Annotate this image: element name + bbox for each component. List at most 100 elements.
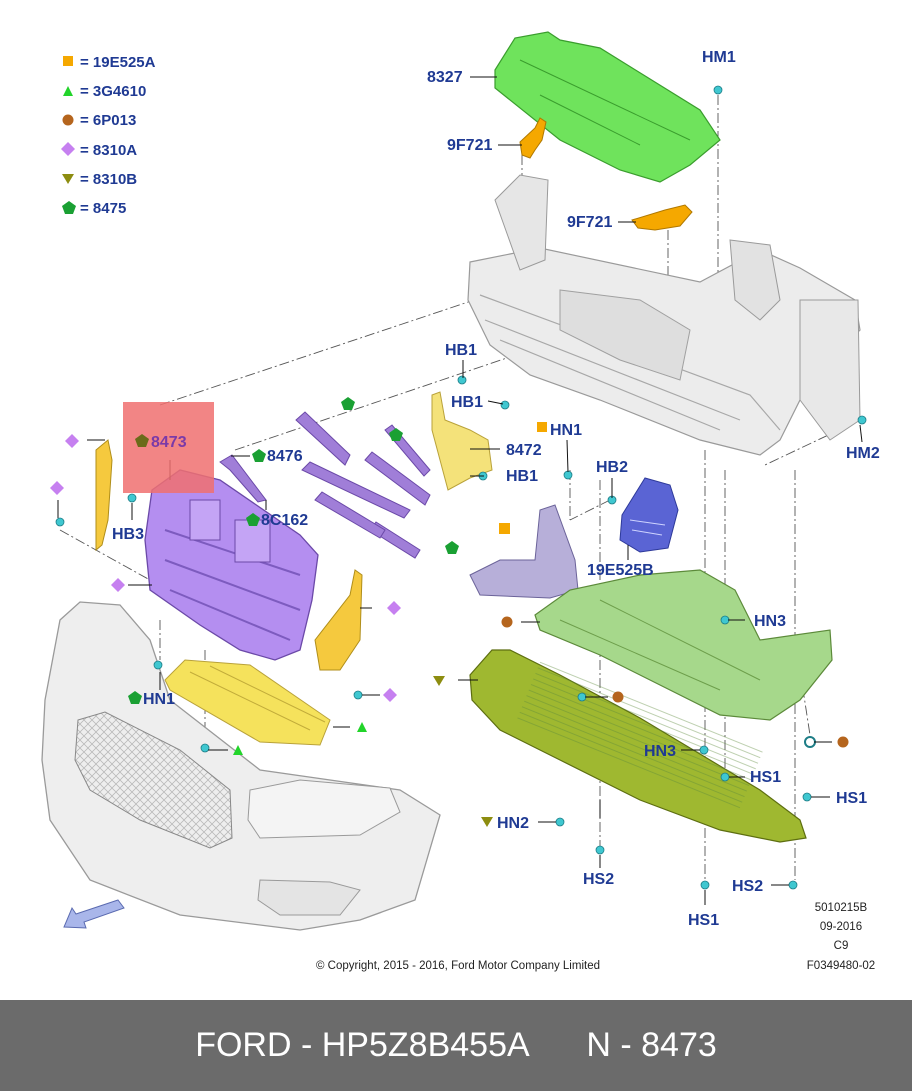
callout-labels: 8327 HM1 9F721 9F721 HB1 HB1 8472 HB1 HN… bbox=[112, 49, 880, 929]
fastener-center-6p013-icon bbox=[577, 692, 587, 702]
marker-8475-icon bbox=[341, 397, 355, 410]
marker-8310a-icon bbox=[383, 688, 397, 702]
marker-3g4610-icon bbox=[233, 745, 243, 755]
fasteners bbox=[55, 85, 867, 890]
part-8473-air-shutter bbox=[144, 469, 319, 661]
fastener-hb1-top-icon bbox=[457, 375, 467, 385]
part-19e525a-duct bbox=[469, 504, 579, 599]
leader-lines bbox=[57, 76, 863, 905]
callout-8476: 8476 bbox=[267, 448, 303, 465]
fastener-ring-icon bbox=[804, 736, 816, 748]
part-number-footer: FORD - HP5Z8B455A N - 8473 bbox=[0, 1000, 912, 1091]
fastener-hs1-c-icon bbox=[802, 792, 812, 802]
legend-item-6p013: = 6P013 bbox=[80, 112, 136, 129]
copyright-notice: © Copyright, 2015 - 2016, Ford Motor Com… bbox=[316, 960, 600, 972]
legend: = 19E525A = 3G4610 = 6P013 = 8310A = 831… bbox=[61, 54, 156, 217]
legend-pentagon-icon bbox=[62, 201, 76, 214]
fastener-hs2-b-icon bbox=[788, 880, 798, 890]
direction-arrow-icon bbox=[63, 899, 125, 929]
fastener-hs1-b-icon bbox=[700, 880, 710, 890]
doc-figure-id: F0349480-02 bbox=[807, 960, 875, 972]
parts-diagram: = 19E525A = 3G4610 = 6P013 = 8310A = 831… bbox=[41, 31, 880, 972]
marker-8475-icon bbox=[135, 434, 149, 447]
callout-hb3: HB3 bbox=[112, 526, 144, 543]
legend-item-8475: = 8475 bbox=[80, 200, 126, 217]
part-upper-underbody-shield bbox=[534, 569, 833, 721]
callout-hs2-a: HS2 bbox=[583, 871, 614, 888]
doc-date: 09-2016 bbox=[820, 921, 862, 933]
shutter-vanes bbox=[295, 411, 431, 559]
marker-8475-icon bbox=[252, 449, 266, 462]
marker-8475-icon bbox=[445, 541, 459, 554]
marker-6p013-icon bbox=[501, 616, 513, 628]
callout-hs2-b: HS2 bbox=[732, 878, 763, 895]
callout-hn2: HN2 bbox=[497, 815, 529, 832]
marker-8475-icon bbox=[389, 428, 403, 441]
callout-9f721-lower: 9F721 bbox=[567, 214, 612, 231]
fastener-hs1-a-icon bbox=[720, 772, 730, 782]
part-9f721-lower-bracket bbox=[631, 204, 693, 231]
part-8310a-right-deflector bbox=[314, 569, 363, 671]
footer-part-number: FORD - HP5Z8B455A bbox=[195, 1026, 530, 1064]
fastener-hb3-icon bbox=[127, 493, 137, 503]
fastener-lower-panel-icon bbox=[200, 743, 210, 753]
marker-8475-icon bbox=[246, 513, 260, 526]
part-19e525b-detail bbox=[629, 519, 666, 536]
fastener-left-8310a-icon bbox=[55, 517, 65, 527]
callout-hs1-b: HS1 bbox=[688, 912, 719, 929]
part-8472-deflector bbox=[431, 391, 493, 491]
callout-hn3-upper: HN3 bbox=[754, 613, 786, 630]
legend-circle-icon bbox=[62, 114, 74, 126]
callout-hn1-top: HN1 bbox=[550, 422, 582, 439]
fastener-hn3-a-icon bbox=[720, 615, 730, 625]
part-3g4610-lower-panel bbox=[164, 659, 331, 746]
fastener-hm2-icon bbox=[857, 415, 867, 425]
fastener-hs2-a-icon bbox=[595, 845, 605, 855]
marker-8310a-icon bbox=[387, 601, 401, 615]
marker-6p013-icon bbox=[612, 691, 624, 703]
marker-8310a-icon bbox=[111, 578, 125, 592]
fastener-right-8310a-icon bbox=[353, 690, 363, 700]
marker-6p013-icon bbox=[837, 736, 849, 748]
legend-item-19e525a: = 19E525A bbox=[80, 54, 156, 71]
callout-8c162: 8C162 bbox=[261, 512, 308, 529]
marker-8475-icon bbox=[128, 691, 142, 704]
part-8327-detail bbox=[519, 59, 691, 146]
doc-number: 5010215B bbox=[815, 902, 868, 914]
doc-code: C9 bbox=[834, 940, 849, 952]
marker-3g4610-icon bbox=[357, 722, 367, 732]
legend-square-icon bbox=[63, 56, 73, 66]
legend-triangle-down-icon bbox=[62, 174, 74, 184]
callout-19e525b: 19E525B bbox=[587, 562, 654, 579]
document-info: 5010215B 09-2016 C9 F0349480-02 bbox=[807, 902, 875, 972]
legend-diamond-icon bbox=[61, 142, 75, 156]
legend-item-8310a: = 8310A bbox=[80, 142, 137, 159]
fastener-hb1-mid-icon bbox=[500, 400, 510, 410]
part-upper-underbody-detail bbox=[559, 599, 761, 691]
marker-8310a-icon bbox=[65, 434, 79, 448]
callout-hn1: HN1 bbox=[143, 691, 175, 708]
marker-19e525a-icon bbox=[537, 422, 547, 432]
callout-hb1-mid: HB1 bbox=[451, 394, 483, 411]
callout-hb2: HB2 bbox=[596, 459, 628, 476]
part-9f721-upper-bracket bbox=[519, 117, 547, 159]
marker-8310b-icon bbox=[481, 817, 493, 827]
callout-9f721-upper: 9F721 bbox=[447, 137, 492, 154]
marker-8310a-icon bbox=[50, 481, 64, 495]
fastener-hn2-icon bbox=[555, 817, 565, 827]
marker-19e525a-icon bbox=[499, 523, 510, 534]
part-8310a-left-deflector bbox=[95, 439, 113, 552]
callout-hs1-a: HS1 bbox=[750, 769, 781, 786]
fastener-hn1-top-icon bbox=[563, 470, 573, 480]
part-8327-radiator-cover bbox=[494, 31, 721, 183]
highlight-8473-box bbox=[123, 402, 214, 493]
footer-callout-number: N - 8473 bbox=[586, 1026, 717, 1064]
legend-triangle-icon bbox=[63, 86, 73, 96]
callout-hm1: HM1 bbox=[702, 49, 736, 66]
callout-8472: 8472 bbox=[506, 442, 542, 459]
callout-hb1-low: HB1 bbox=[506, 468, 538, 485]
callout-hs1-c: HS1 bbox=[836, 790, 867, 807]
callout-hb1-top: HB1 bbox=[445, 342, 477, 359]
legend-item-3g4610: = 3G4610 bbox=[80, 83, 146, 100]
fastener-hn1-icon bbox=[153, 660, 163, 670]
